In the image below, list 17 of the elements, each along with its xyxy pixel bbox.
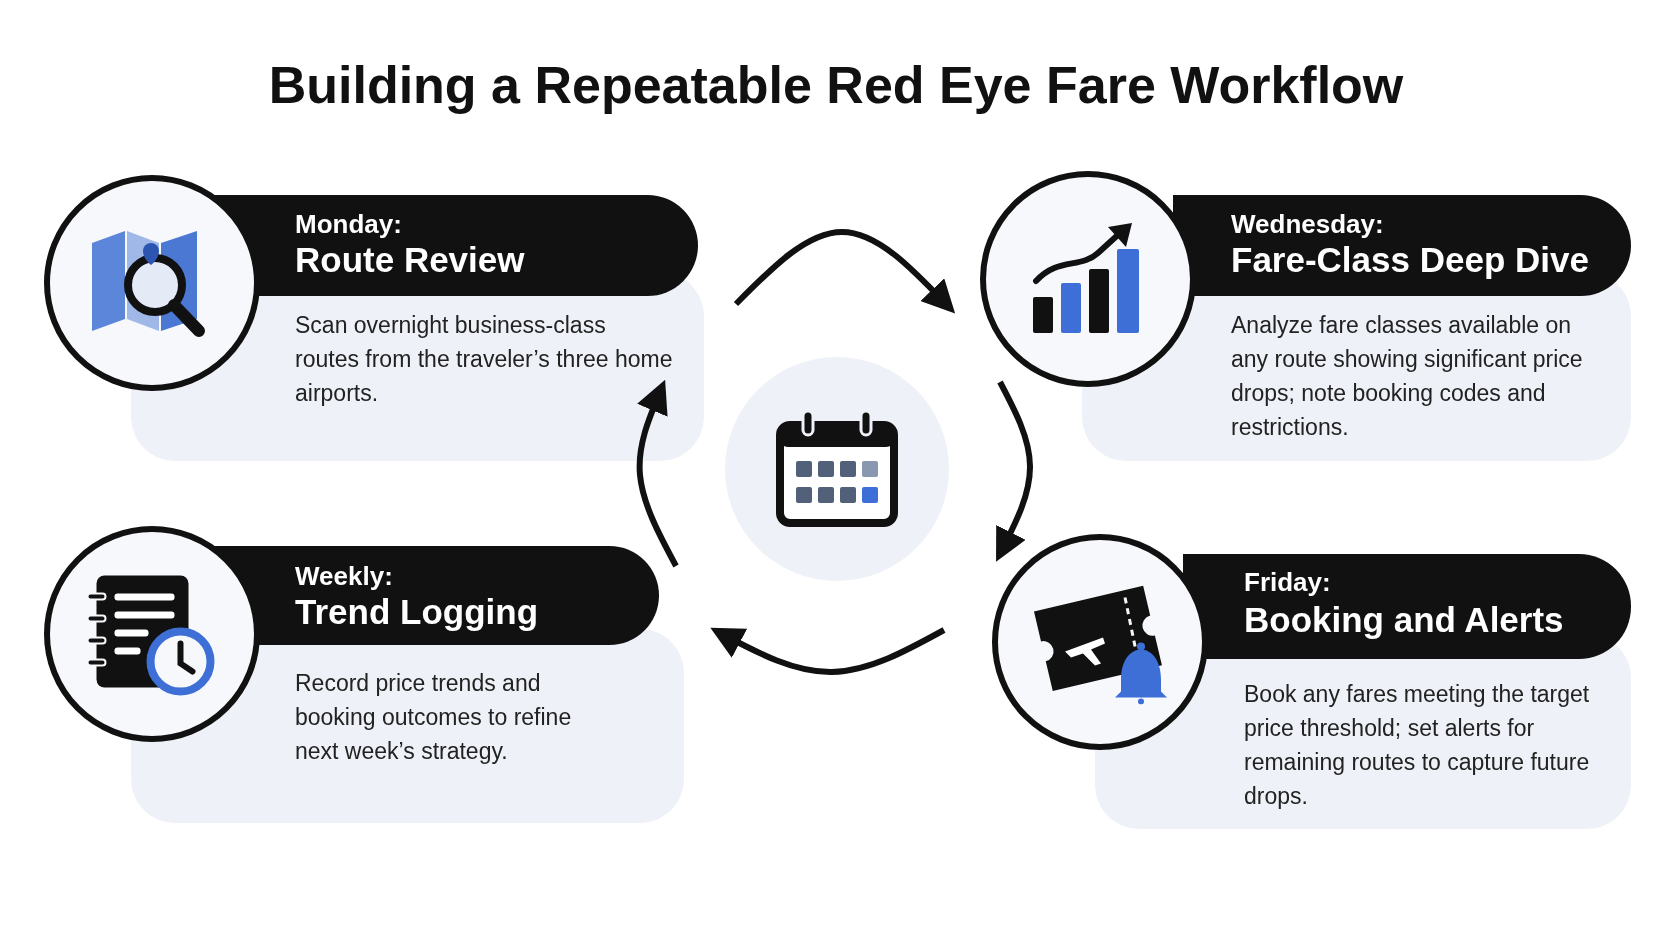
- step-title: Fare-Class Deep Dive: [1231, 240, 1589, 280]
- step-description: Record price trends and booking outcomes to refine next week’s strategy.: [295, 669, 573, 766]
- cycle-arrow: [710, 627, 946, 675]
- step-title: Trend Logging: [295, 592, 539, 632]
- cycle-arrow: [636, 379, 679, 568]
- cycle-arrow: [733, 229, 956, 314]
- day-label: Monday:: [295, 209, 402, 240]
- day-label: Friday:: [1244, 567, 1331, 598]
- cycle-arrow: [996, 380, 1033, 562]
- title: Building a Repeatable Red Eye Fare Workflow: [267, 55, 1405, 115]
- day-label: Wednesday:: [1231, 209, 1384, 240]
- step-description: Analyze fare classes available on any route showing significant price drops; note booking codes and restrictions.: [1231, 311, 1584, 442]
- step-description: Book any fares meeting the target price threshold; set alerts for remaining routes to capture future drops.: [1244, 680, 1591, 811]
- day-label: Weekly:: [295, 561, 393, 592]
- step-description: Scan overnight business-class routes from the traveler’s three home airports.: [295, 311, 674, 408]
- step-title: Route Review: [295, 240, 525, 280]
- step-title: Booking and Alerts: [1244, 600, 1564, 640]
